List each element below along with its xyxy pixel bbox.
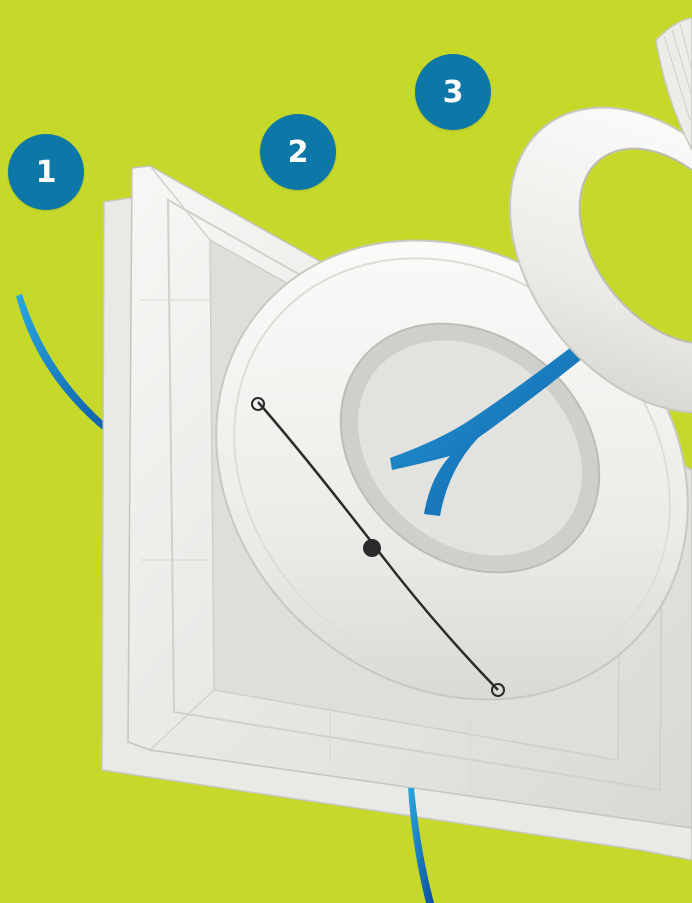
callout-badge-1: 1 — [8, 134, 84, 210]
callout-number: 3 — [443, 75, 464, 110]
callout-number: 1 — [36, 155, 57, 190]
callout-badge-2: 2 — [260, 114, 336, 190]
callout-badge-3: 3 — [415, 54, 491, 130]
callout-number: 2 — [288, 135, 309, 170]
